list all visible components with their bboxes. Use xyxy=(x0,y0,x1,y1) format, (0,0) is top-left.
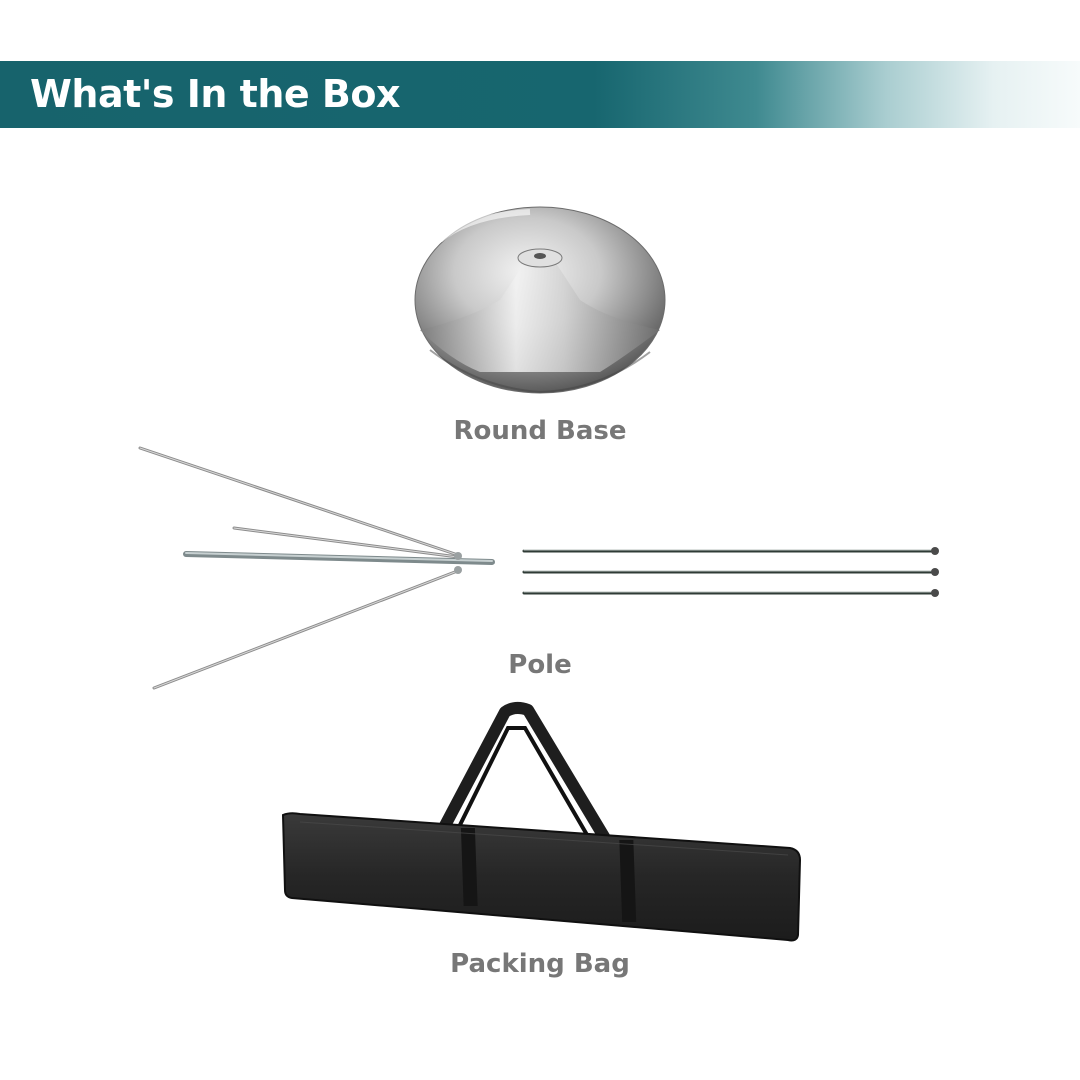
packing-bag-label: Packing Bag xyxy=(450,949,630,979)
pole-label: Pole xyxy=(508,650,572,680)
round-base-label: Round Base xyxy=(453,416,627,446)
page-title: What's In the Box xyxy=(30,72,400,116)
header-banner: What's In the Box xyxy=(0,61,1080,128)
